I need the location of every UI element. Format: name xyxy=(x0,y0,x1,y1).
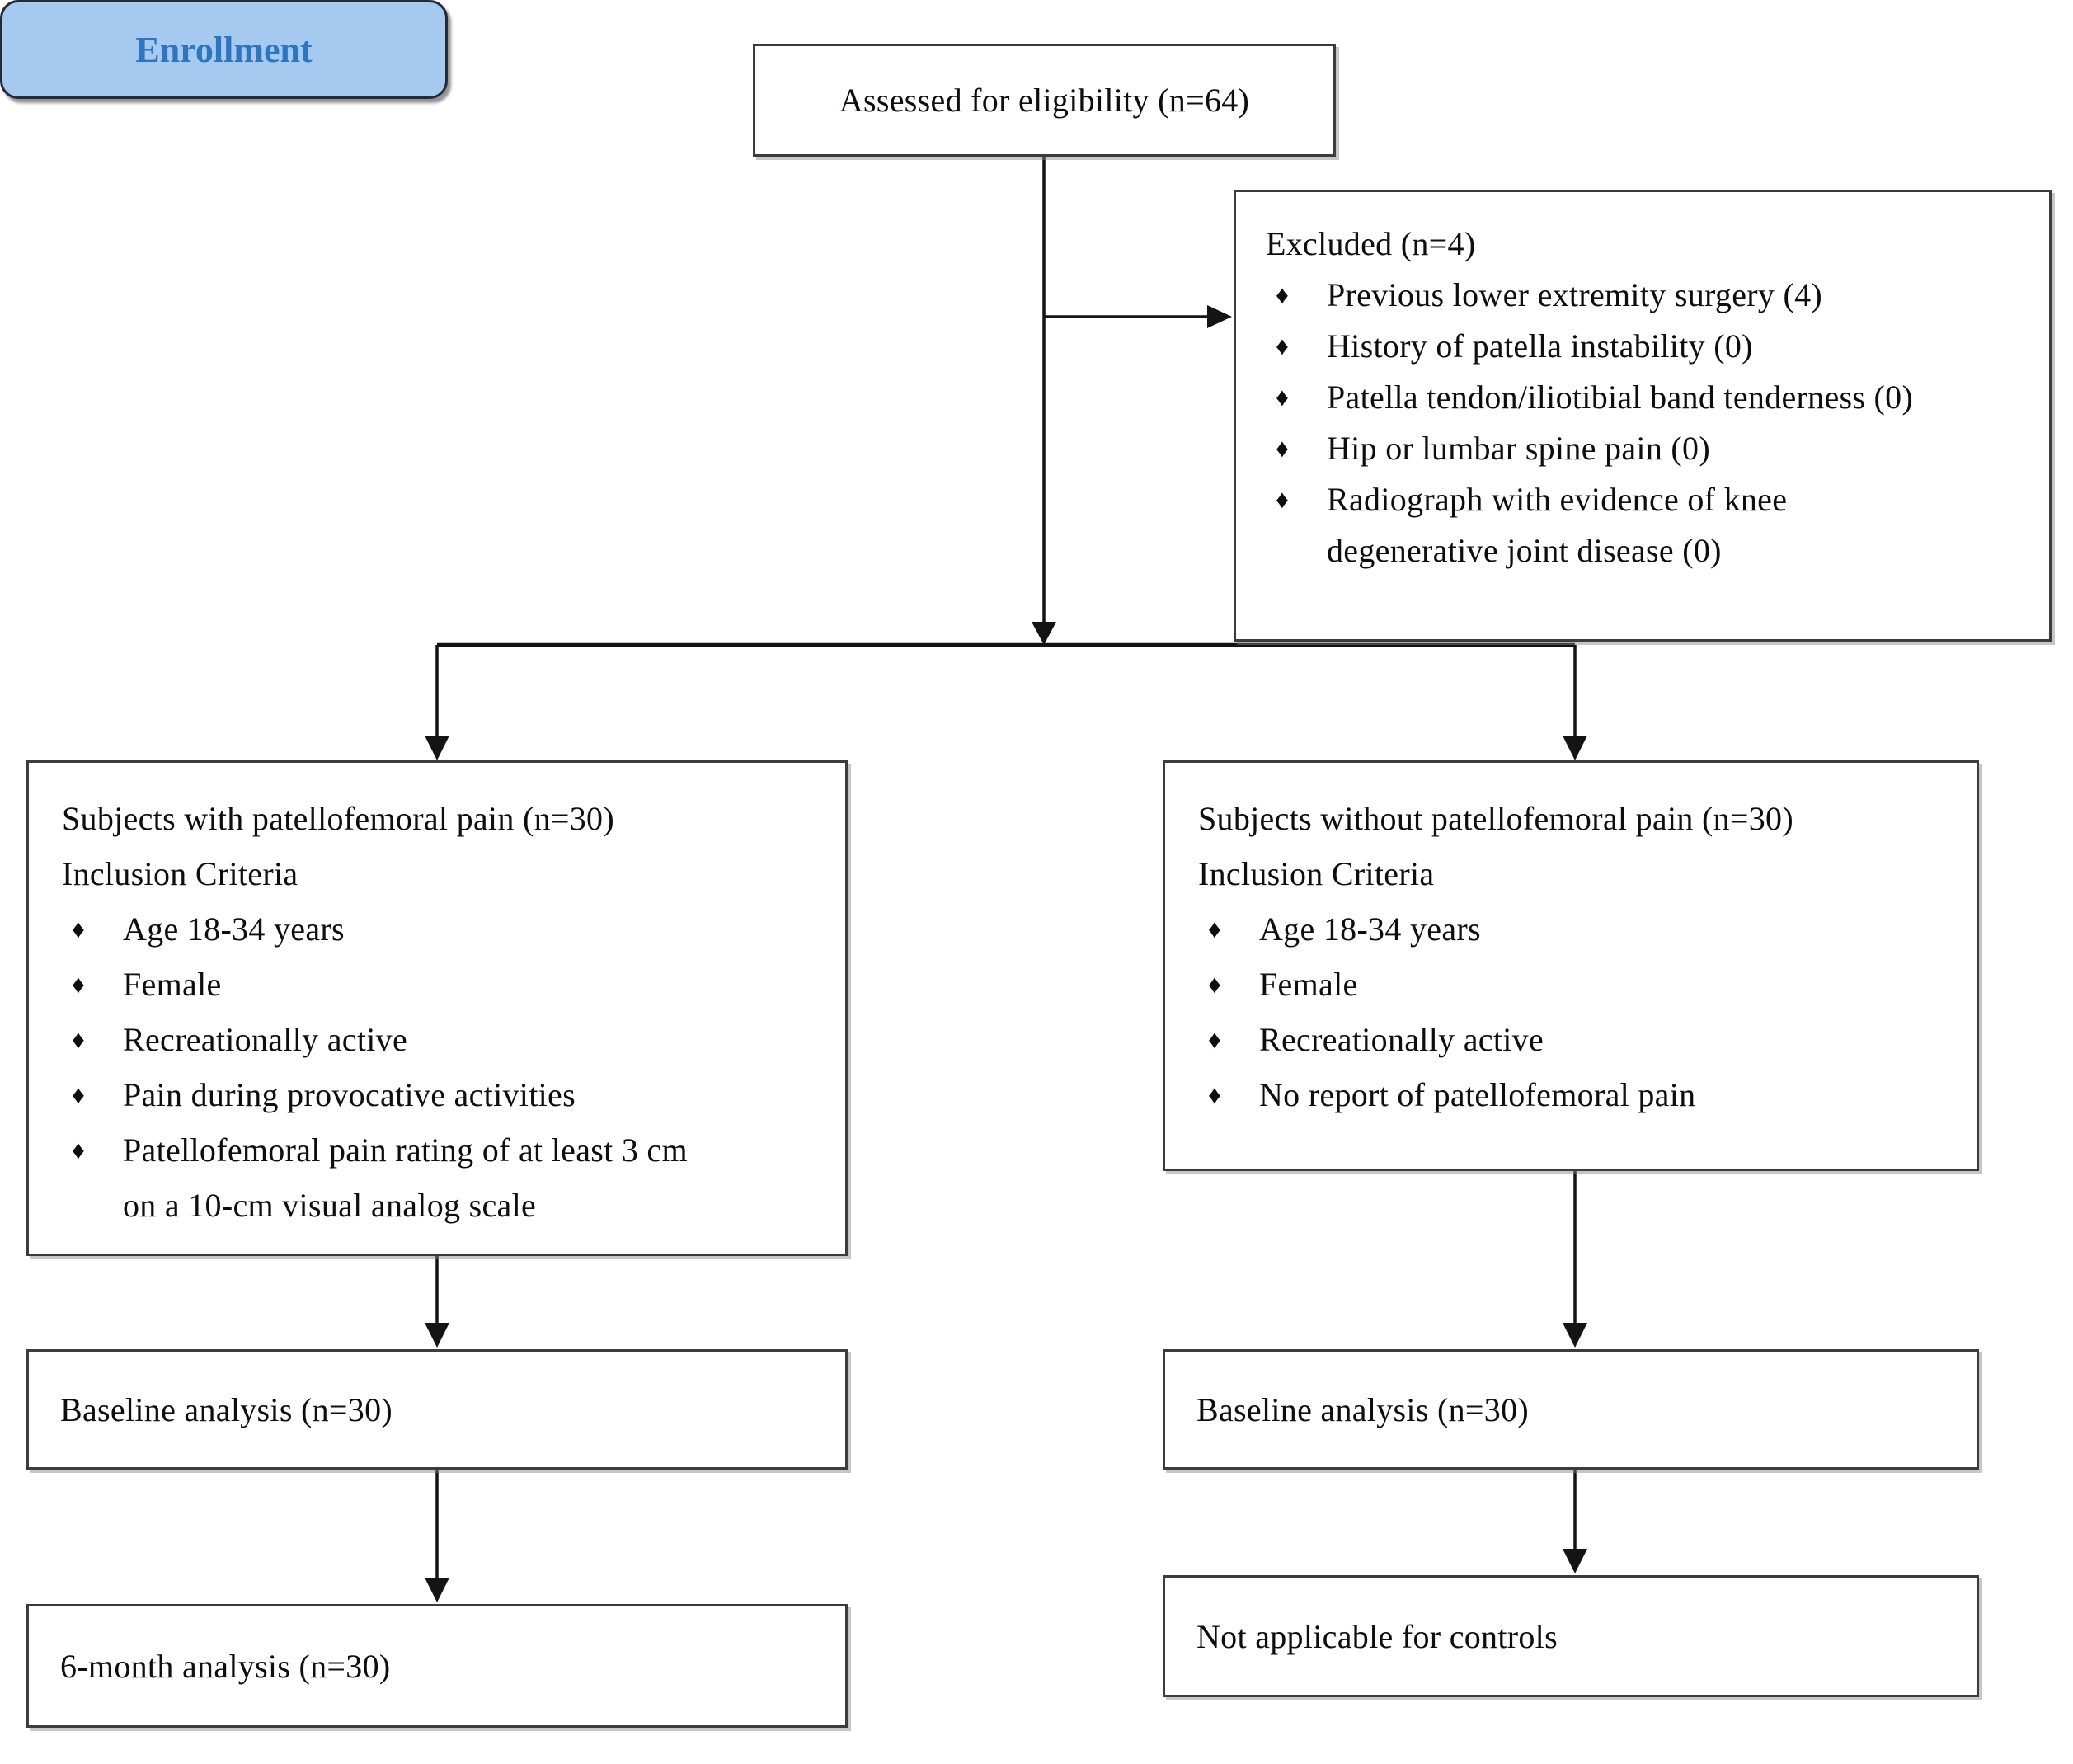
pfp-inclusion-criteria-list: ♦ Age 18-34 years ♦ Female ♦ Recreationally a… xyxy=(62,901,829,1233)
control-inclusion-criteria-list: ♦ Age 18-34 years ♦ Female ♦ Recreationally a… xyxy=(1198,901,1960,1122)
pfp-baseline-text: Baseline analysis (n=30) xyxy=(60,1390,393,1428)
arrow-baseline-to-followup xyxy=(1563,1470,1587,1573)
bullet-text: Pain during provocative activities xyxy=(123,1076,576,1113)
diamond-bullet-icon: ♦ xyxy=(1208,915,1222,943)
pfp-group-subtitle: Inclusion Criteria xyxy=(62,855,298,892)
bullet-item: ♦ Patellofemoral pain rating of at least … xyxy=(62,1122,829,1233)
diamond-bullet-icon: ♦ xyxy=(1276,434,1290,463)
bullet-text: History of patella instability (0) xyxy=(1327,327,1753,365)
arrow-control-group-to-baseline xyxy=(1563,1171,1587,1348)
bullet-item: ♦ Age 18-34 years xyxy=(1198,901,1960,957)
arrow-split-to-pfp-group xyxy=(425,645,449,760)
bullet-item: ♦ Pain during provocative activities xyxy=(62,1067,829,1122)
bullet-text: Hip or lumbar spine pain (0) xyxy=(1327,430,1710,467)
bullet-item: ♦ Radiograph with evidence of knee degene… xyxy=(1266,474,2034,576)
arrow-assessed-to-junction xyxy=(1032,157,1056,645)
diamond-bullet-icon: ♦ xyxy=(1208,970,1222,999)
arrow-junction-to-excluded xyxy=(1044,305,1232,328)
bullet-text: Previous lower extremity surgery (4) xyxy=(1327,276,1823,313)
arrow-split-to-control-group xyxy=(1563,645,1587,760)
arrow-baseline-to-6month xyxy=(425,1470,449,1602)
diamond-bullet-icon: ♦ xyxy=(1276,332,1290,360)
diamond-bullet-icon: ♦ xyxy=(1276,383,1290,412)
control-baseline-box: Baseline analysis (n=30) xyxy=(1163,1349,1979,1470)
bullet-item: ♦ Hip or lumbar spine pain (0) xyxy=(1266,423,2034,474)
bullet-text: Radiograph with evidence of knee degener… xyxy=(1327,481,1788,569)
diamond-bullet-icon: ♦ xyxy=(1276,280,1290,309)
diamond-bullet-icon: ♦ xyxy=(72,1080,86,1109)
control-group-subtitle: Inclusion Criteria xyxy=(1198,855,1435,892)
bullet-item: ♦ Recreationally active xyxy=(62,1012,829,1067)
enrollment-stage-badge: Enrollment xyxy=(0,0,448,99)
control-group-box: Subjects without patellofemoral pain (n=… xyxy=(1163,760,1979,1171)
diamond-bullet-icon: ♦ xyxy=(72,1136,86,1164)
bullet-text: Age 18-34 years xyxy=(1259,910,1481,948)
bullet-text: No report of patellofemoral pain xyxy=(1259,1076,1696,1113)
diamond-bullet-icon: ♦ xyxy=(1208,1025,1222,1054)
diamond-bullet-icon: ♦ xyxy=(1208,1080,1222,1109)
assessed-box: Assessed for eligibility (n=64) xyxy=(753,44,1336,157)
pfp-group-box: Subjects with patellofemoral pain (n=30)… xyxy=(26,760,848,1256)
bullet-text: Female xyxy=(1259,966,1358,1003)
assessed-text: Assessed for eligibility (n=64) xyxy=(839,82,1250,119)
control-group-title: Subjects without patellofemoral pain (n=… xyxy=(1198,800,1793,837)
bullet-text: Patella tendon/iliotibial band tendernes… xyxy=(1327,379,1914,416)
bullet-item: ♦ History of patella instability (0) xyxy=(1266,321,2034,372)
bullet-item: ♦ No report of patellofemoral pain xyxy=(1198,1067,1960,1122)
bullet-item: ♦ Previous lower extremity surgery (4) xyxy=(1266,270,2034,321)
control-baseline-text: Baseline analysis (n=30) xyxy=(1196,1390,1530,1428)
enrollment-stage-label: Enrollment xyxy=(135,29,313,70)
bullet-item: ♦ Recreationally active xyxy=(1198,1012,1960,1067)
control-followup-box: Not applicable for controls xyxy=(1163,1575,1979,1697)
pfp-6month-box: 6-month analysis (n=30) xyxy=(26,1604,848,1728)
bullet-text: Patellofemoral pain rating of at least 3… xyxy=(123,1131,688,1224)
bullet-text: Recreationally active xyxy=(123,1021,408,1058)
pfp-group-title: Subjects with patellofemoral pain (n=30) xyxy=(62,800,614,837)
pfp-baseline-box: Baseline analysis (n=30) xyxy=(26,1349,848,1470)
bullet-item: ♦ Female xyxy=(1198,957,1960,1012)
diamond-bullet-icon: ♦ xyxy=(72,915,86,943)
excluded-criteria-list: ♦ Previous lower extremity surgery (4) ♦ Hi… xyxy=(1266,270,2034,576)
bullet-text: Age 18-34 years xyxy=(123,910,345,948)
bullet-item: ♦ Female xyxy=(62,957,829,1012)
bullet-text: Recreationally active xyxy=(1259,1021,1544,1058)
diamond-bullet-icon: ♦ xyxy=(72,1025,86,1054)
bullet-item: ♦ Patella tendon/iliotibial band tenderne… xyxy=(1266,372,2034,423)
excluded-title: Excluded (n=4) xyxy=(1266,225,1476,262)
pfp-6month-text: 6-month analysis (n=30) xyxy=(60,1647,391,1685)
bullet-text: Female xyxy=(123,966,222,1003)
diamond-bullet-icon: ♦ xyxy=(72,970,86,999)
arrow-pfp-group-to-baseline xyxy=(425,1256,449,1348)
control-followup-text: Not applicable for controls xyxy=(1196,1617,1558,1655)
diamond-bullet-icon: ♦ xyxy=(1276,485,1290,514)
excluded-box: Excluded (n=4) ♦ Previous lower extremity… xyxy=(1234,190,2052,642)
bullet-item: ♦ Age 18-34 years xyxy=(62,901,829,957)
